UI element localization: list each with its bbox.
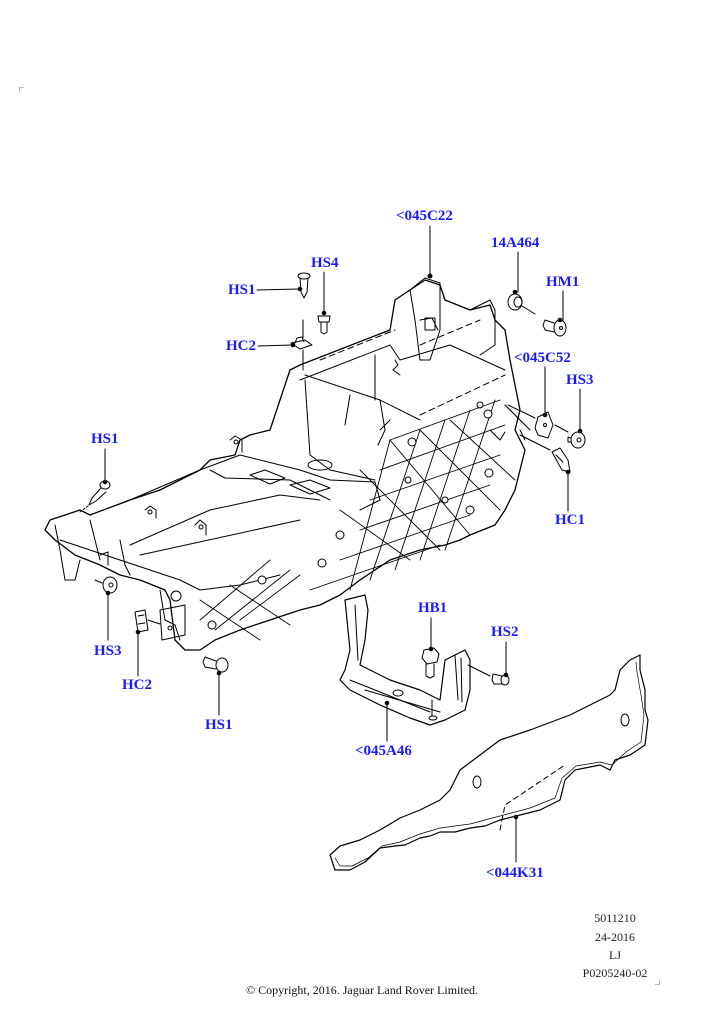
callout-14a464[interactable]: 14A464 [491, 235, 540, 251]
copyright-notice: © Copyright, 2016. Jaguar Land Rover Lim… [245, 983, 479, 997]
hs3-left-nut [94, 576, 118, 596]
14a464-grommet [507, 289, 536, 315]
callout-hc2-top[interactable]: HC2 [226, 338, 256, 354]
console-frame [44, 277, 531, 651]
callout-hs3-right[interactable]: HS3 [566, 372, 594, 388]
callout-hb1[interactable]: HB1 [418, 600, 448, 616]
callout-hm1[interactable]: HM1 [546, 274, 580, 290]
hc1-clip [519, 434, 571, 475]
hs4-screw [317, 310, 331, 335]
reference-part-id: P0205240-02 [582, 966, 648, 980]
callout-045a46[interactable]: <045A46 [355, 743, 412, 759]
reference-number: 5011210 [594, 911, 636, 925]
reference-date: 24-2016 [595, 930, 635, 944]
hs1-top-pin [297, 272, 311, 299]
hs3-right-nut [567, 428, 586, 449]
hc2-bottom-clip [134, 609, 161, 635]
hs1-bottom-pin [202, 656, 229, 676]
callout-hs1-bottom[interactable]: HS1 [205, 717, 233, 733]
hs1-left-pin [79, 479, 111, 513]
reference-code: LJ [609, 948, 621, 962]
corner-mark-bottom-right [655, 980, 660, 985]
hc2-top-clip [290, 319, 313, 371]
corner-mark-top-left [19, 87, 24, 92]
callout-hs4[interactable]: HS4 [311, 255, 339, 271]
callout-045c52[interactable]: <045C52 [514, 350, 571, 366]
hm1-bolt [542, 317, 567, 337]
callout-044k31[interactable]: <044K31 [486, 865, 544, 881]
callout-045c22[interactable]: <045C22 [396, 208, 453, 224]
callout-hs3-left[interactable]: HS3 [94, 643, 122, 659]
044k31-pad [329, 654, 649, 871]
045a46-bracket [339, 594, 471, 726]
callout-hc2-bottom[interactable]: HC2 [122, 677, 152, 693]
hb1-bolt [421, 646, 440, 679]
callout-hs1-top[interactable]: HS1 [228, 282, 256, 298]
callout-hs2[interactable]: HS2 [491, 624, 519, 640]
callout-hc1[interactable]: HC1 [555, 512, 585, 528]
callout-hs1-left[interactable]: HS1 [91, 431, 119, 447]
hs2-screw [467, 664, 510, 686]
leader-lines [104, 225, 581, 863]
045c52-bracket [507, 404, 569, 439]
